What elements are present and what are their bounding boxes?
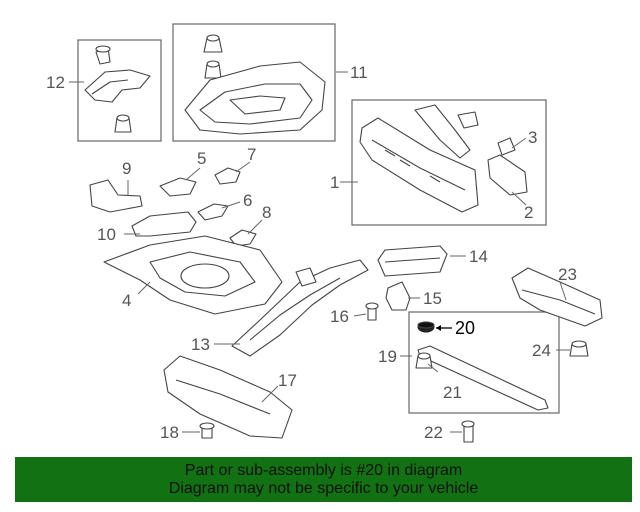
part-24-grommet xyxy=(569,340,589,357)
part-22-bolt xyxy=(461,420,475,443)
callout-12: 12 xyxy=(46,73,65,92)
callout-15: 15 xyxy=(423,289,442,308)
part-7 xyxy=(214,167,241,185)
group-box-19 xyxy=(408,311,560,414)
part-18-bolt xyxy=(199,422,215,439)
callout-2: 2 xyxy=(524,203,533,222)
callout-17: 17 xyxy=(278,371,297,390)
part-6 xyxy=(197,203,229,221)
parts-diagram: 1 2 3 4 5 6 7 8 9 10 11 12 13 14 15 16 1… xyxy=(46,23,603,443)
callout-16: 16 xyxy=(330,307,349,326)
callout-11: 11 xyxy=(350,63,368,82)
part-12-assembly xyxy=(84,45,151,133)
callout-23: 23 xyxy=(558,265,577,284)
callout-14: 14 xyxy=(469,247,488,266)
part-13-side-member xyxy=(231,259,369,357)
info-banner: Part or sub-assembly is #20 in diagram D… xyxy=(15,457,632,502)
part-23 xyxy=(511,267,603,327)
part-14 xyxy=(377,245,448,277)
leader-lines xyxy=(69,71,570,433)
callout-19: 19 xyxy=(378,347,397,366)
part-10 xyxy=(131,211,197,237)
part-16-bolt xyxy=(365,302,379,321)
group-box-11 xyxy=(172,23,336,142)
callout-18: 18 xyxy=(160,423,179,442)
callout-5: 5 xyxy=(197,149,206,168)
callout-20: 20 xyxy=(455,318,475,338)
callout-7: 7 xyxy=(247,145,256,164)
group-box-12 xyxy=(77,39,162,142)
part-11-assembly xyxy=(184,34,326,135)
part-19-assembly xyxy=(415,321,549,411)
callout-3: 3 xyxy=(528,128,537,147)
part-15-bracket xyxy=(385,281,411,311)
callout-labels: 1 2 3 4 5 6 7 8 9 10 11 12 13 14 15 16 1… xyxy=(46,63,577,442)
banner-line-1: Part or sub-assembly is #20 in diagram xyxy=(184,462,463,479)
part-9 xyxy=(89,179,143,213)
part-17-crossmember xyxy=(163,355,293,439)
callout-24: 24 xyxy=(532,341,551,360)
callout-8: 8 xyxy=(262,203,271,222)
part-4-floor-pan xyxy=(103,235,283,315)
callout-21: 21 xyxy=(443,383,462,402)
callout-22: 22 xyxy=(424,423,443,442)
callout-6: 6 xyxy=(243,191,252,210)
callout-4: 4 xyxy=(122,291,131,310)
callout-13: 13 xyxy=(191,335,210,354)
callout-1: 1 xyxy=(330,173,339,192)
callout-10: 10 xyxy=(97,225,116,244)
callout-9: 9 xyxy=(122,159,131,178)
group-box-1 xyxy=(351,99,547,226)
part-1-assembly xyxy=(359,104,528,213)
part-5 xyxy=(159,177,197,197)
banner-line-2: Diagram may not be specific to your vehi… xyxy=(168,480,479,497)
